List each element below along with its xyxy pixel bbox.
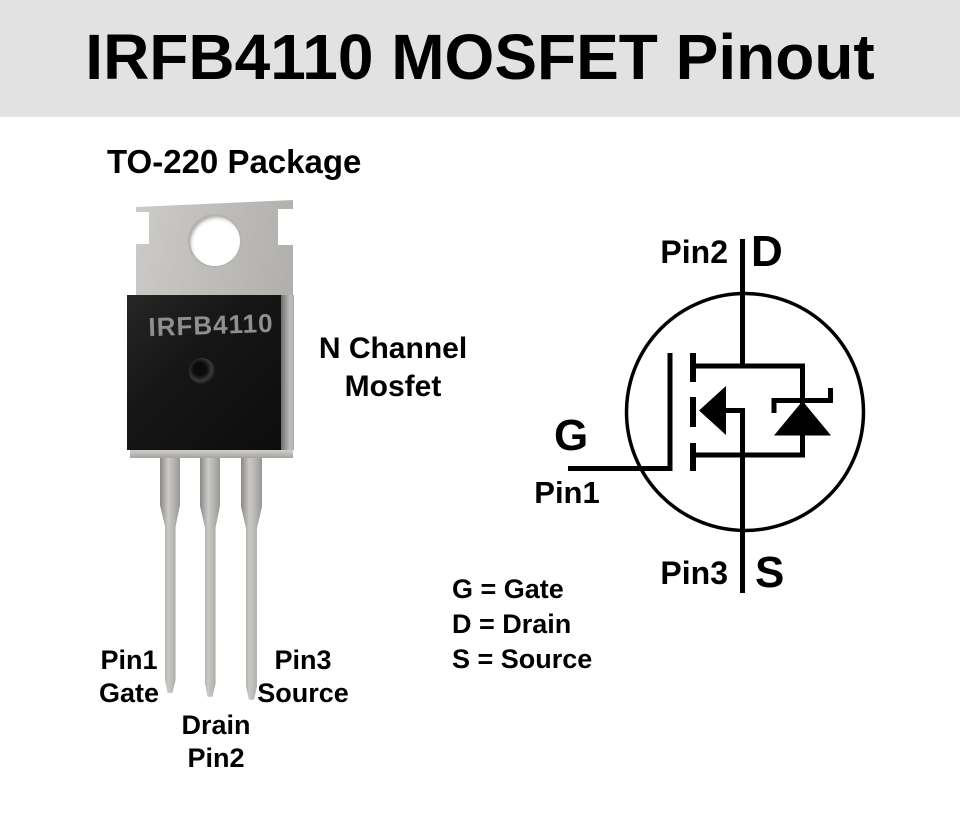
legend-source: S = Source xyxy=(452,644,593,674)
channel-arrow xyxy=(699,386,726,435)
body-diode-triangle xyxy=(774,401,831,436)
pin1-gate-label: Pin1 Gate xyxy=(68,644,190,710)
header-band: IRFB4110 MOSFET Pinout xyxy=(0,0,960,117)
device-type-line2: Mosfet xyxy=(344,370,442,403)
page-title: IRFB4110 MOSFET Pinout xyxy=(85,20,875,93)
package-metal-tab xyxy=(136,200,293,295)
pin2-label-line1: Drain xyxy=(181,710,251,740)
tab-mounting-hole xyxy=(188,214,242,268)
pin2-drain-label: Drain Pin2 xyxy=(155,709,277,775)
package-body-side xyxy=(281,295,294,450)
pin3-label-line2: Source xyxy=(257,678,349,708)
mosfet-symbol xyxy=(568,239,866,593)
package-leg-2 xyxy=(200,458,220,697)
tab-notch-left xyxy=(136,212,149,244)
schematic-gate-letter: G xyxy=(554,411,589,460)
package-type-label: TO-220 Package xyxy=(107,143,362,180)
package-body-bottom-edge xyxy=(130,450,293,458)
body-diode-cathode xyxy=(771,388,833,413)
pin1-label-line1: Pin1 xyxy=(100,645,158,675)
pin1-label-line2: Gate xyxy=(98,678,160,708)
legend-drain: D = Drain xyxy=(452,609,572,639)
pin3-source-label: Pin3 Source xyxy=(242,644,364,710)
device-type-caption: N Channel Mosfet xyxy=(295,330,491,406)
chip-marking-dot xyxy=(189,358,215,384)
package-leg-3 xyxy=(241,458,262,700)
device-type-line1: N Channel xyxy=(318,332,468,365)
schematic-drain-letter: D xyxy=(751,227,783,276)
pin3-label-line1: Pin3 xyxy=(274,645,332,675)
tab-notch-right xyxy=(278,209,293,245)
package-leg-1 xyxy=(160,458,180,693)
schematic-pin1-label: Pin1 xyxy=(534,475,600,510)
schematic-pin2-label: Pin2 xyxy=(660,234,728,270)
chip-marking-text: IRFB4110 xyxy=(147,307,274,343)
legend: G = Gate D = Drain S = Source xyxy=(452,572,592,677)
pin2-label-line2: Pin2 xyxy=(187,743,245,773)
schematic-pin3-label: Pin3 xyxy=(660,555,728,591)
legend-gate: G = Gate xyxy=(452,574,564,604)
schematic-source-letter: S xyxy=(755,548,785,597)
